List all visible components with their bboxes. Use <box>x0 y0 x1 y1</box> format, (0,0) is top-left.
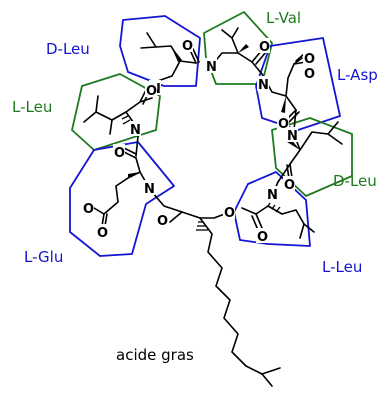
atom-labels: N O N O N O O O N O N O O O N O O O N <box>82 37 315 245</box>
atom-n: N <box>144 182 155 197</box>
label-l-glu: L-Glu <box>24 248 63 266</box>
wedge-d-leu <box>171 46 182 62</box>
atom-o: O <box>182 39 193 54</box>
label-l-leu-left: L-Leu <box>12 98 52 116</box>
label-l-val: L-Val <box>266 9 301 27</box>
label-l-leu-bottom: L-Leu <box>322 258 362 276</box>
atom-n: N <box>206 60 217 75</box>
box-d-leu-right <box>271 117 353 197</box>
fatty-acid-caption: acide gras <box>116 346 194 364</box>
atom-n: N <box>258 78 269 93</box>
atom-o: O <box>114 146 125 161</box>
atom-o: O <box>304 52 315 67</box>
atom-o: O <box>157 214 168 229</box>
atom-o: O <box>224 206 235 221</box>
atom-n: N <box>287 129 298 144</box>
atom-o: O <box>146 84 157 99</box>
atom-o: O <box>284 178 295 193</box>
atom-o: O <box>304 67 315 82</box>
label-d-leu-right: D-Leu <box>333 172 377 190</box>
hash-ester-carbon <box>196 221 208 231</box>
box-l-glu <box>69 141 175 257</box>
wedge-l-asp <box>281 96 286 113</box>
label-l-asp: L-Asp <box>337 66 378 84</box>
wedge-l-glu <box>128 172 140 178</box>
atom-n: N <box>267 188 278 203</box>
atom-o: O <box>278 117 289 132</box>
atom-o: O <box>83 202 94 217</box>
atom-o: O <box>257 230 268 245</box>
hash-l-leu-left <box>121 111 131 125</box>
atom-n: N <box>130 123 141 138</box>
atom-o: O <box>259 40 270 55</box>
box-l-leu-left <box>71 73 161 151</box>
box-d-leu-top <box>119 15 201 87</box>
box-l-leu-bottom <box>233 171 311 247</box>
atom-o: O <box>97 226 108 241</box>
wedge-l-val <box>238 44 249 53</box>
label-d-leu-top: D-Leu <box>46 40 90 58</box>
hash-l-leu-bottom <box>267 202 281 213</box>
